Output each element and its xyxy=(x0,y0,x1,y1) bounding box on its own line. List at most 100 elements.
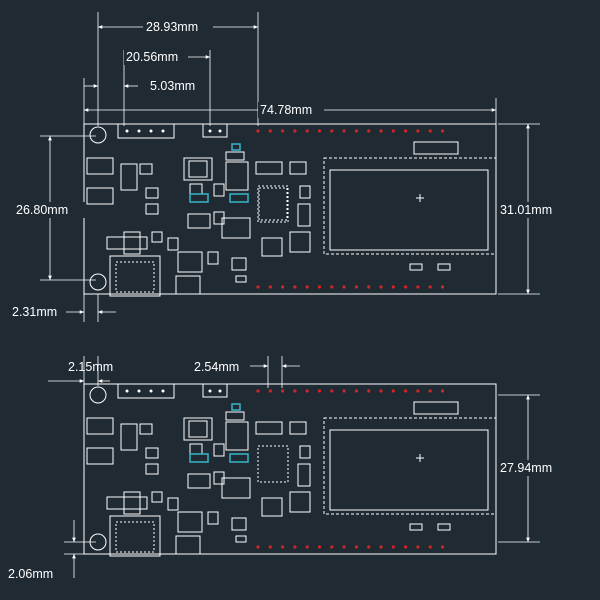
pin-dot xyxy=(440,545,445,549)
dim-label-20-56: 20.56mm xyxy=(126,50,178,64)
pin-dot xyxy=(354,285,358,289)
dim-label-26-80: 26.80mm xyxy=(16,203,68,217)
mounting-hole-icon xyxy=(89,273,107,291)
pin-dot xyxy=(305,129,309,133)
pin-dot xyxy=(379,545,383,549)
pin-dot xyxy=(317,129,322,133)
pin-dot xyxy=(281,285,285,289)
pin-dot xyxy=(416,545,420,549)
mounting-hole-icon xyxy=(89,386,107,404)
pin-dot xyxy=(391,545,395,549)
led xyxy=(231,143,241,151)
pin-dot xyxy=(281,129,285,133)
led xyxy=(229,453,249,463)
pin-dot xyxy=(293,285,297,289)
top-dimensions xyxy=(14,12,558,322)
bottom-pin-row-lower xyxy=(256,545,445,549)
pin-dot xyxy=(428,285,432,289)
top-pin-row-upper xyxy=(256,129,445,133)
pin-dot xyxy=(281,545,285,549)
top-pin-row-lower xyxy=(256,285,445,289)
pin-dot xyxy=(440,389,445,393)
pin-dot xyxy=(342,285,346,289)
header-connector-4pin xyxy=(117,123,175,139)
led xyxy=(189,453,209,463)
pin-dot xyxy=(404,285,408,289)
pin-dot xyxy=(305,389,309,393)
dim-label-28-93: 28.93mm xyxy=(146,20,198,34)
pin-dot xyxy=(404,545,408,549)
pin-dot xyxy=(416,129,420,133)
pin-dot xyxy=(428,129,432,133)
pin-dot xyxy=(391,389,395,393)
dim-label-2-06: 2.06mm xyxy=(8,567,53,581)
pin-dot xyxy=(354,545,358,549)
pin-dot xyxy=(428,545,432,549)
pin-dot xyxy=(367,129,371,133)
pin-dot xyxy=(379,285,383,289)
dim-label-27-94: 27.94mm xyxy=(500,461,552,475)
pin-dot xyxy=(428,389,432,393)
pin-dot xyxy=(404,129,408,133)
pin-dot xyxy=(330,389,334,393)
pin-dot xyxy=(391,129,395,133)
header-connector-2pin xyxy=(202,383,228,398)
pin-dot xyxy=(305,285,309,289)
bottom-components xyxy=(86,401,459,555)
bottom-pin-row-upper xyxy=(256,389,445,393)
pin-dot xyxy=(317,389,322,393)
pin-dot xyxy=(256,285,260,289)
pin-dot xyxy=(440,129,445,133)
oled-display-icon xyxy=(323,417,497,515)
pin-dot xyxy=(268,389,272,393)
pin-dot xyxy=(293,545,297,549)
pin-dot xyxy=(342,545,346,549)
dim-label-2-54: 2.54mm xyxy=(194,360,239,374)
header-4pin-dots xyxy=(125,129,165,133)
pin-dot xyxy=(354,389,358,393)
pin-dot xyxy=(293,389,297,393)
pin-dot xyxy=(391,285,395,289)
pin-dot xyxy=(330,545,334,549)
pin-dot xyxy=(342,129,346,133)
pin-dot xyxy=(330,129,334,133)
top-components xyxy=(86,141,459,295)
pin-dot xyxy=(317,285,322,289)
led xyxy=(229,193,249,203)
top-board-view: 28.93mm 20.56mm 5.03mm 74.78mm 26.80mm 3… xyxy=(12,12,558,322)
pin-dot xyxy=(440,285,445,289)
dim-label-31-01: 31.01mm xyxy=(500,203,552,217)
dim-label-2-31: 2.31mm xyxy=(12,305,57,319)
led xyxy=(189,193,209,203)
usb-c-icon xyxy=(109,515,161,557)
pin-dot xyxy=(256,545,260,549)
dim-label-74-78: 74.78mm xyxy=(260,103,312,117)
chip-icon xyxy=(258,187,288,221)
pin-dot xyxy=(404,389,408,393)
pin-dot xyxy=(367,389,371,393)
header-connector-4pin xyxy=(117,383,175,399)
pin-dot xyxy=(256,129,260,133)
usb-c-icon xyxy=(109,255,161,297)
dim-label-5-03: 5.03mm xyxy=(150,79,195,93)
mounting-hole-icon xyxy=(89,126,107,144)
oled-display-icon xyxy=(323,157,497,255)
pin-dot xyxy=(268,285,272,289)
bottom-board-view: 2.15mm 2.54mm 27.94mm 2.06mm xyxy=(8,356,558,581)
dim-label-2-15: 2.15mm xyxy=(68,360,113,374)
pin-dot xyxy=(367,285,371,289)
header-connector-2pin xyxy=(202,123,228,138)
pin-dot xyxy=(330,285,334,289)
pin-dot xyxy=(379,389,383,393)
pin-dot xyxy=(317,545,322,549)
pin-dot xyxy=(416,389,420,393)
led xyxy=(231,403,241,411)
pin-dot xyxy=(342,389,346,393)
pin-dot xyxy=(293,129,297,133)
pin-dot xyxy=(268,129,272,133)
pin-dot xyxy=(379,129,383,133)
pin-dot xyxy=(305,545,309,549)
pin-dot xyxy=(256,389,260,393)
pin-dot xyxy=(416,285,420,289)
